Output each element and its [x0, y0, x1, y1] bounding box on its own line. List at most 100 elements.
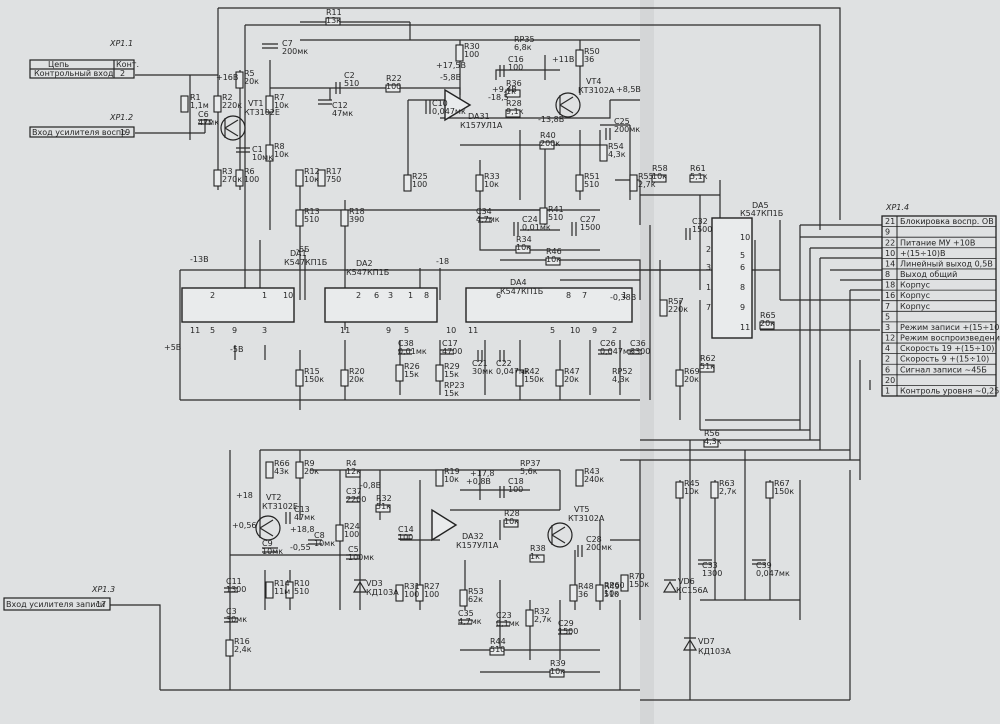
resistor-ref: R2: [222, 93, 233, 102]
connector-xp1: ХР1.1 Цепь Конт. Контрольный вход 2: [29, 39, 139, 79]
resistor-ref: R25: [412, 172, 428, 181]
xp4-pin-label: Корпус: [900, 302, 930, 311]
resistor-value: 1,1м: [190, 101, 209, 110]
resistor-value: 510: [304, 215, 319, 224]
resistor-ref: R18: [349, 207, 365, 216]
xp4-pin-number: 7: [885, 302, 890, 311]
connector-xp2: ХР1.2 Вход усилителя воспр. 19: [29, 113, 135, 138]
resistor-value: 100: [424, 590, 439, 599]
trimmer-ref: RP37: [520, 459, 541, 468]
transistor-vt5: [547, 522, 573, 548]
voltage-annotation: +16В: [216, 73, 238, 82]
resistor-ref: R48: [578, 582, 594, 591]
resistor-value: 12к: [346, 467, 361, 476]
capacitor-ref: C3: [226, 607, 237, 616]
da2-pin-11: 11: [340, 326, 350, 335]
capacitor-value: 10мк: [314, 539, 335, 548]
voltage-annotation: +18,8: [290, 525, 315, 534]
voltage-annotation: +5В: [164, 343, 181, 352]
resistor-value: 220к: [668, 305, 688, 314]
capacitor-ref: C38: [398, 339, 414, 348]
xp4-pin-number: 18: [885, 281, 895, 290]
resistor-ref: R53: [468, 587, 484, 596]
trimmer-value: 15к: [444, 389, 459, 398]
resistor-ref: R58: [652, 164, 668, 173]
xp4-pin-number: 9: [885, 228, 890, 237]
vd3-ref: VD3: [366, 579, 383, 588]
resistor-ref: R19: [444, 467, 460, 476]
da5-pin-10: 10: [740, 233, 750, 242]
voltage-annotation: +0,56: [232, 521, 257, 530]
da2-pin-2: 2: [356, 291, 361, 300]
da1-pin-9: 9: [232, 326, 237, 335]
resistor-value: 270к: [222, 175, 242, 184]
vt1-type: КТ3102Е: [244, 108, 280, 117]
vt1-ref: VT1: [248, 99, 263, 108]
resistor-value: 100: [412, 180, 427, 189]
resistor-value: 200к: [540, 139, 560, 148]
capacitor-value: 1300: [702, 569, 722, 578]
trimmer-value: 10к: [604, 589, 619, 598]
capacitor-value: 30мк: [226, 615, 247, 624]
resistor-value: 2,7к: [719, 487, 737, 496]
trimmer-ref: RP60: [604, 581, 625, 590]
resistor-ref: R13: [304, 207, 320, 216]
trimmer-ref: RP35: [514, 35, 535, 44]
resistor-ref: R69: [684, 367, 700, 376]
resistor-labels: R1113кR11,1мR2220кR520кR3270кR6100R710кR…: [190, 8, 794, 676]
resistor-ref: R10: [294, 579, 310, 588]
vt4-ref: VT4: [586, 77, 601, 86]
resistor-value: 220к: [222, 101, 242, 110]
resistor-ref: R12: [304, 167, 320, 176]
voltage-annotation: -0,38В: [610, 293, 636, 302]
voltage-annotation: -18: [436, 257, 449, 266]
resistor-value: 100: [386, 82, 401, 91]
resistor-ref: R22: [386, 74, 402, 83]
da32-type: К157УЛ1А: [456, 541, 499, 550]
capacitor-value: 200мк: [586, 543, 612, 552]
resistor-value: 10к: [550, 667, 565, 676]
da4-pin-1: 1: [622, 291, 627, 300]
resistor-ref: R41: [548, 205, 564, 214]
xp4-pin-label: Линейный выход 0,5В: [900, 259, 993, 268]
capacitor-ref: C32: [692, 217, 708, 226]
capacitor-ref: C2: [344, 71, 355, 80]
resistor-value: 11м: [274, 587, 290, 596]
xp1-row2-label: Контрольный вход: [34, 69, 114, 78]
resistor-ref: R28: [504, 509, 520, 518]
resistor-value: 4,3к: [704, 437, 722, 446]
da2-pin-5: 5: [404, 326, 409, 335]
capacitor-value: 0,047мк: [600, 347, 634, 356]
capacitor-value: 200мк: [282, 47, 308, 56]
resistor-value: 150к: [774, 487, 794, 496]
voltage-annotation: -5В: [230, 345, 243, 354]
resistor-ref: R31: [404, 582, 420, 591]
resistor-ref: R32: [534, 607, 550, 616]
capacitor-ref: C39: [756, 561, 772, 570]
capacitor-value: 510: [344, 79, 359, 88]
capacitor-ref: C6: [198, 110, 209, 119]
resistor-ref: R4: [346, 459, 357, 468]
xp4-pin-number: 1: [885, 387, 890, 396]
xp4-pin-label: Корпус: [900, 281, 930, 290]
voltage-annotation: +8,5В: [616, 85, 641, 94]
xp4-pin-number: 21: [885, 217, 895, 226]
xp4-pin-label: Контроль уровня ~0,25: [900, 387, 999, 396]
capacitor-symbols: [198, 43, 766, 635]
da4-ref: DA4: [510, 278, 527, 287]
resistor-value: 1к: [506, 87, 516, 96]
da1-pin-11: 11: [190, 326, 200, 335]
resistor-value: 510: [584, 180, 599, 189]
resistor-value: 750: [326, 175, 341, 184]
resistor-value: 15к: [444, 370, 459, 379]
da32-ref: DA32: [462, 532, 484, 541]
xp4-pin-label: Блокировка воспр. ОВ: [900, 217, 994, 226]
resistor-value: 62к: [468, 595, 483, 604]
xp4-pin-number: 22: [885, 238, 895, 247]
resistor-ref: R7: [274, 93, 285, 102]
voltage-annotation: +11В: [552, 55, 574, 64]
resistor-ref: R16: [234, 637, 250, 646]
resistor-ref: R26: [404, 362, 420, 371]
xp1-row1-label: Цепь: [48, 60, 69, 69]
